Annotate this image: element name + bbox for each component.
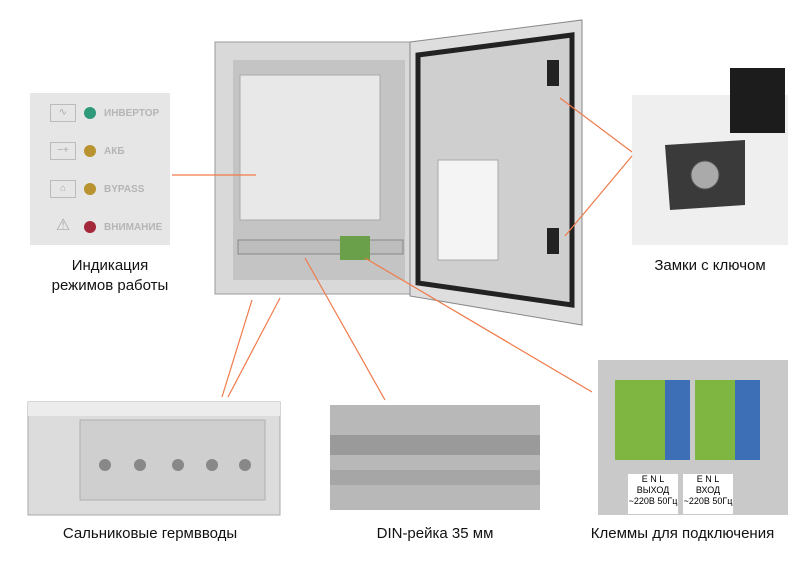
- battery-icon: −+: [50, 142, 76, 160]
- indicator-label: АКБ: [104, 145, 125, 157]
- led: [84, 221, 96, 233]
- led: [84, 107, 96, 119]
- indicator-row: ⚠ ВНИМАНИЕ: [50, 217, 162, 237]
- door-lock-bottom: [547, 228, 559, 254]
- output-terminal-label: E N L ВЫХОД~220В 50Гц: [628, 474, 678, 506]
- lock-key-body: [730, 68, 785, 133]
- door-lock-top: [547, 60, 559, 86]
- indicator-row: ∿ ИНВЕРТОР: [50, 103, 159, 123]
- indicator-panel: ∿ ИНВЕРТОР −+ АКБ ⌂ BYPASS ⚠ ВНИМАНИЕ: [30, 93, 170, 245]
- indicator-label: BYPASS: [104, 183, 145, 195]
- led: [84, 183, 96, 195]
- din-caption: DIN-рейка 35 мм: [376, 525, 494, 542]
- din-rail: [237, 239, 404, 255]
- din-rail-photo: [330, 405, 540, 510]
- input-terminal-label: E N L ВХОД~220В 50Гц: [683, 474, 733, 506]
- bypass-house-icon: ⌂: [50, 180, 76, 198]
- glands-caption: Сальниковые гермвводы: [62, 525, 238, 542]
- indicator-label: ВНИМАНИЕ: [104, 221, 163, 233]
- leader-lines: [172, 97, 633, 401]
- door-diagram-sheet: [437, 159, 499, 261]
- ups-module: [239, 74, 381, 221]
- led: [84, 145, 96, 157]
- lock-cylinder: [690, 160, 720, 190]
- terminal-block: [340, 236, 370, 260]
- warning-triangle-icon: ⚠: [55, 217, 71, 234]
- terminals-caption: Клеммы для подключения: [590, 525, 775, 542]
- locks-caption: Замки с ключом: [654, 257, 766, 274]
- indicator-row: −+ АКБ: [50, 141, 125, 161]
- indicator-row: ⌂ BYPASS: [50, 179, 144, 199]
- indicator-label: ИНВЕРТОР: [104, 107, 160, 119]
- sine-wave-icon: ∿: [50, 104, 76, 122]
